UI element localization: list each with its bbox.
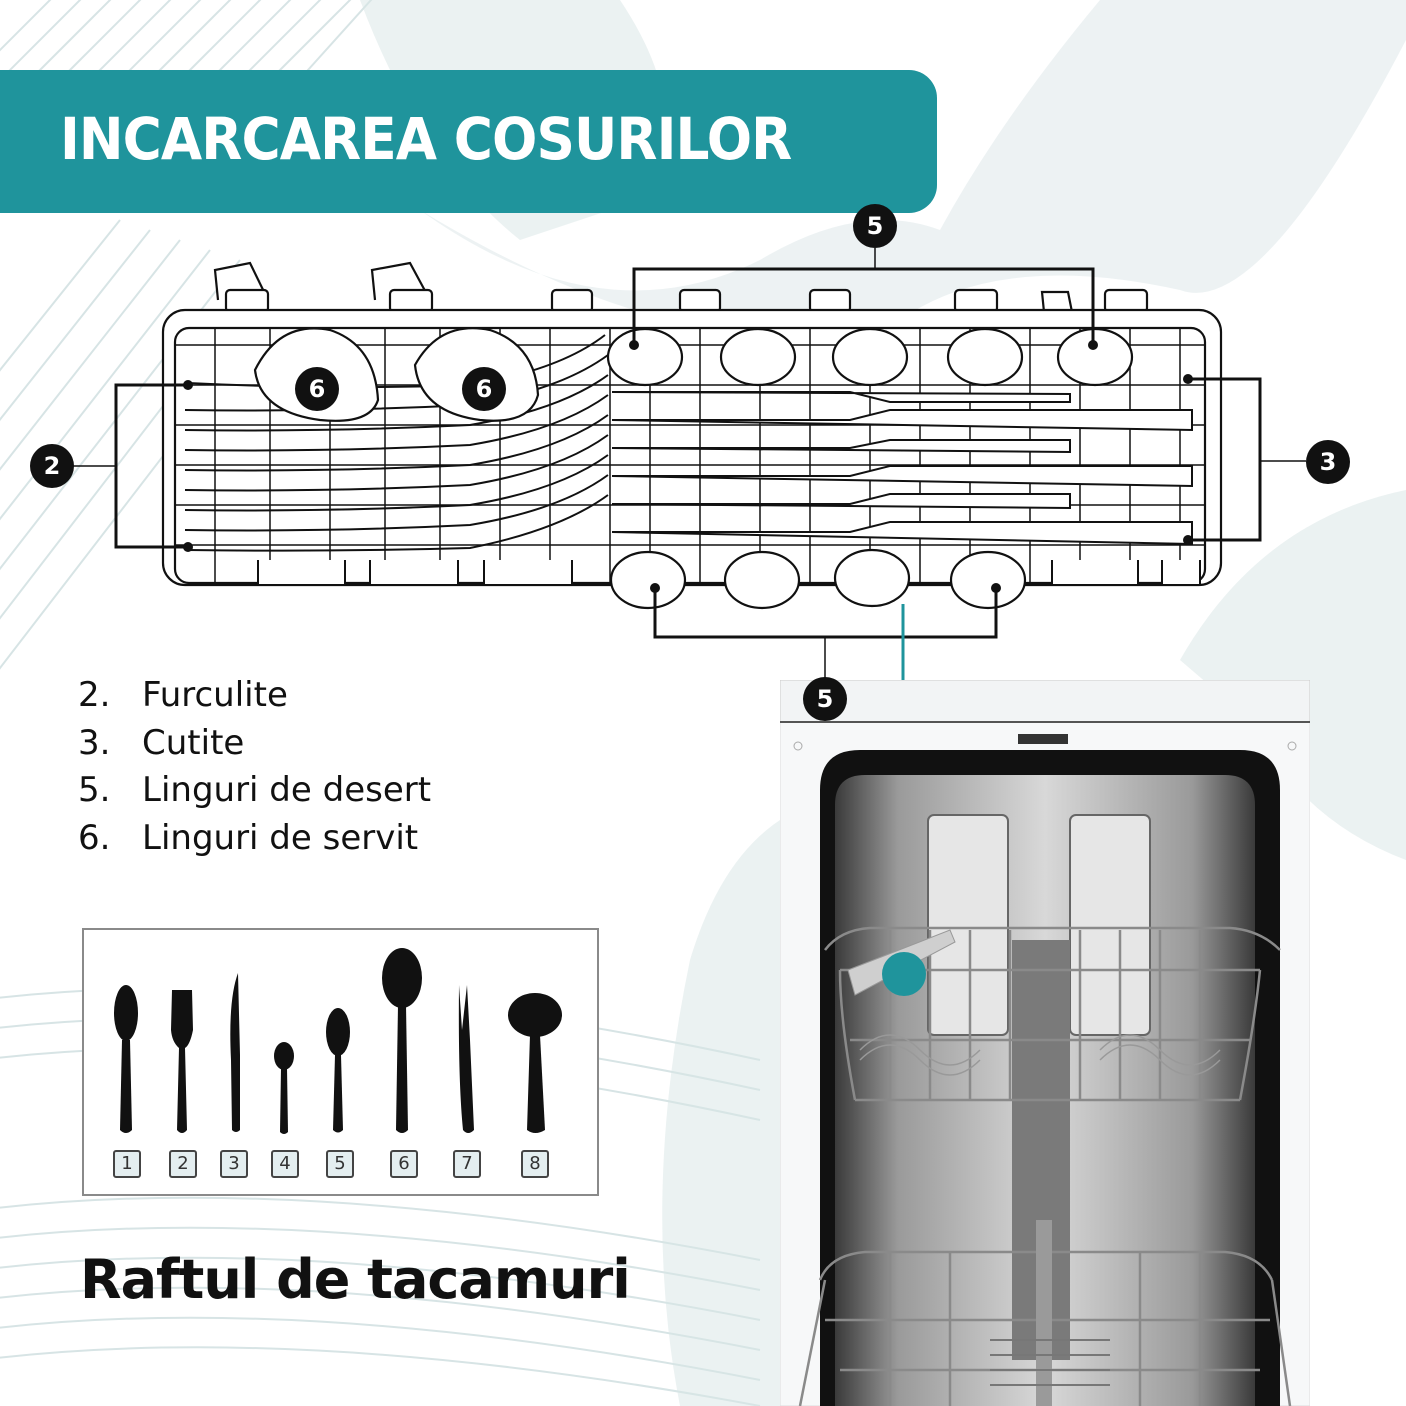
cutlery-number-1: 1 [113, 1150, 141, 1178]
callout-marker-3: 3 [1306, 440, 1350, 484]
legend-item: 3. Cutite [78, 720, 431, 768]
legend-number: 2. [78, 675, 111, 715]
legend-number: 3. [78, 722, 111, 763]
cutlery-number-8: 8 [521, 1150, 549, 1178]
page-title: INCARCAREA COSURILOR [60, 105, 792, 173]
legend-label: Furculite [142, 675, 288, 715]
cutlery-number-3: 3 [220, 1150, 248, 1178]
callout-marker-5-bottom: 5 [803, 677, 847, 721]
legend-number: 5. [78, 770, 111, 810]
legend-item: 5. Linguri de desert [78, 767, 431, 815]
title-banner [0, 70, 937, 213]
cutlery-number-7: 7 [453, 1150, 481, 1178]
section-subtitle: Raftul de tacamuri [80, 1248, 631, 1311]
legend-label: Cutite [142, 722, 245, 763]
legend-list: 2. Furculite 3. Cutite 5. Linguri de des… [78, 672, 431, 862]
legend-item: 6. Linguri de servit [78, 815, 431, 863]
callout-marker-2: 2 [30, 444, 74, 488]
callout-marker-6-right: 6 [462, 367, 506, 411]
cutlery-number-4: 4 [271, 1150, 299, 1178]
callout-marker-5-top: 5 [853, 204, 897, 248]
legend-label: Linguri de desert [142, 770, 432, 810]
dishwasher-image [780, 680, 1310, 1406]
legend-number: 6. [78, 817, 111, 858]
legend-item: 2. Furculite [78, 672, 431, 720]
cutlery-number-5: 5 [326, 1150, 354, 1178]
cutlery-number-2: 2 [169, 1150, 197, 1178]
callout-marker-6-left: 6 [295, 367, 339, 411]
cutlery-number-6: 6 [390, 1150, 418, 1178]
legend-label: Linguri de servit [142, 817, 419, 858]
